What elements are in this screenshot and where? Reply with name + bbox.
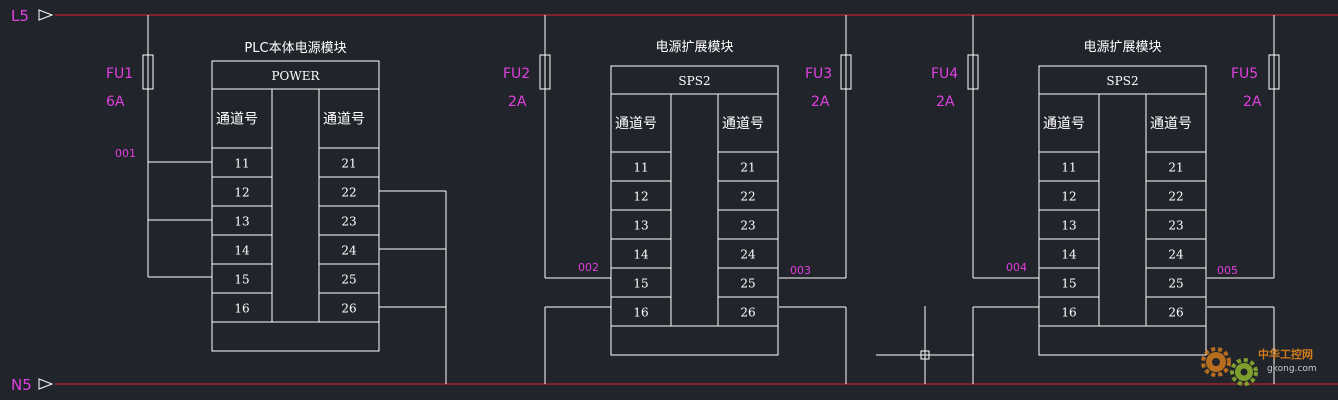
wire-label-001: 001 (115, 147, 136, 160)
module-name: SPS2 (678, 74, 710, 88)
channel-terminal-left[interactable]: 13 (234, 215, 249, 229)
fuse-label: FU2 (503, 66, 530, 82)
channel-terminal-right[interactable]: 26 (341, 302, 356, 316)
fuse-label: FU4 (931, 66, 958, 82)
fuse-fu1[interactable]: FU1 6A (106, 54, 154, 110)
channel-terminal-right[interactable]: 24 (740, 248, 756, 262)
wire-label-004: 004 (1006, 261, 1027, 274)
fuse-fu4[interactable]: FU4 2A (931, 54, 979, 110)
module-title: PLC本体电源模块 (244, 41, 346, 56)
channel-terminal-left[interactable]: 16 (633, 306, 648, 320)
channel-terminal-right[interactable]: 21 (740, 161, 755, 175)
column-header-left: 通道号 (615, 116, 657, 132)
bus-n5: N5 (11, 376, 1338, 394)
wire-label-002: 002 (578, 261, 599, 274)
fuse-rating: 6A (106, 94, 125, 110)
channel-terminal-right[interactable]: 26 (1168, 306, 1183, 320)
module-title: 电源扩展模块 (1083, 40, 1161, 55)
channel-terminal-right[interactable]: 21 (341, 157, 356, 171)
column-header-right: 通道号 (323, 112, 365, 128)
bus-n5-arrow-icon (38, 378, 54, 390)
crosshair-cursor-icon (876, 306, 974, 384)
module-name: POWER (271, 69, 320, 83)
channel-terminal-left[interactable]: 14 (234, 244, 250, 258)
fuse-label: FU1 (106, 66, 133, 82)
channel-terminal-right[interactable]: 25 (1168, 277, 1183, 291)
channel-terminal-left[interactable]: 11 (234, 157, 249, 171)
channel-terminal-right[interactable]: 25 (740, 277, 755, 291)
channel-terminal-left[interactable]: 16 (1061, 306, 1076, 320)
fuse-rating: 2A (508, 94, 527, 110)
channel-terminal-right[interactable]: 22 (740, 190, 755, 204)
bus-n5-label: N5 (11, 376, 32, 394)
fuse-label: FU5 (1231, 66, 1258, 82)
modules: PLC本体电源模块 POWER 通道号 通道号 11 21 12 22 13 23 14 24 15 25… (211, 40, 1207, 356)
channel-terminal-left[interactable]: 12 (1061, 190, 1076, 204)
fuse-rating: 2A (811, 94, 830, 110)
fuse-rating: 2A (1243, 94, 1262, 110)
channel-terminal-left[interactable]: 15 (1061, 277, 1076, 291)
channel-terminal-right[interactable]: 22 (341, 186, 356, 200)
channel-terminal-left[interactable]: 15 (234, 273, 249, 287)
channel-terminal-left[interactable]: 13 (1061, 219, 1076, 233)
channel-terminal-left[interactable]: 12 (633, 190, 648, 204)
wiring (147, 15, 1275, 384)
channel-terminal-left[interactable]: 16 (234, 302, 249, 316)
fuse-rating: 2A (936, 94, 955, 110)
channel-terminal-right[interactable]: 26 (740, 306, 755, 320)
channel-terminal-right[interactable]: 23 (341, 215, 356, 229)
channel-terminal-right[interactable]: 22 (1168, 190, 1183, 204)
watermark-text: 中华工控网 (1258, 347, 1313, 361)
channel-terminal-right[interactable]: 21 (1168, 161, 1183, 175)
bus-l5: L5 (11, 7, 1338, 25)
channel-terminal-left[interactable]: 12 (234, 186, 249, 200)
bus-l5-arrow-icon (38, 9, 54, 21)
wire-label-005: 005 (1217, 264, 1238, 277)
bus-l5-label: L5 (11, 7, 29, 25)
channel-terminal-right[interactable]: 24 (1168, 248, 1184, 262)
channel-terminal-left[interactable]: 14 (1061, 248, 1077, 262)
channel-terminal-right[interactable]: 23 (1168, 219, 1183, 233)
channel-terminal-right[interactable]: 25 (341, 273, 356, 287)
module-3[interactable]: 电源扩展模块 SPS2 通道号 通道号 11 21 12 22 13 23 14 24 15 25 16 26 (1038, 40, 1207, 356)
module-title: 电源扩展模块 (655, 40, 733, 55)
channel-terminal-right[interactable]: 24 (341, 244, 357, 258)
fuse-label: FU3 (805, 66, 832, 82)
watermark-url: gkong.com (1267, 364, 1317, 374)
module-name: SPS2 (1106, 74, 1138, 88)
channel-terminal-left[interactable]: 11 (633, 161, 648, 175)
watermark: 中华工控网 gkong.com (1201, 347, 1317, 386)
channel-terminal-left[interactable]: 14 (633, 248, 649, 262)
channel-terminal-left[interactable]: 15 (633, 277, 648, 291)
channel-terminal-left[interactable]: 11 (1061, 161, 1076, 175)
column-header-right: 通道号 (722, 116, 764, 132)
module-1[interactable]: PLC本体电源模块 POWER 通道号 通道号 11 21 12 22 13 23 14 24 15 25… (211, 41, 380, 352)
column-header-right: 通道号 (1150, 116, 1192, 132)
channel-terminal-right[interactable]: 23 (740, 219, 755, 233)
channel-terminal-left[interactable]: 13 (633, 219, 648, 233)
module-2[interactable]: 电源扩展模块 SPS2 通道号 通道号 11 21 12 22 13 23 14 24 15 25 16 26 (610, 40, 779, 356)
column-header-left: 通道号 (1043, 116, 1085, 132)
gear-icon (1201, 347, 1258, 386)
fuse-fu3[interactable]: FU3 2A (805, 54, 852, 110)
column-header-left: 通道号 (216, 112, 258, 128)
fuse-fu5[interactable]: FU5 2A (1231, 54, 1280, 110)
fuse-fu2[interactable]: FU2 2A (503, 54, 551, 110)
wire-label-003: 003 (790, 264, 811, 277)
